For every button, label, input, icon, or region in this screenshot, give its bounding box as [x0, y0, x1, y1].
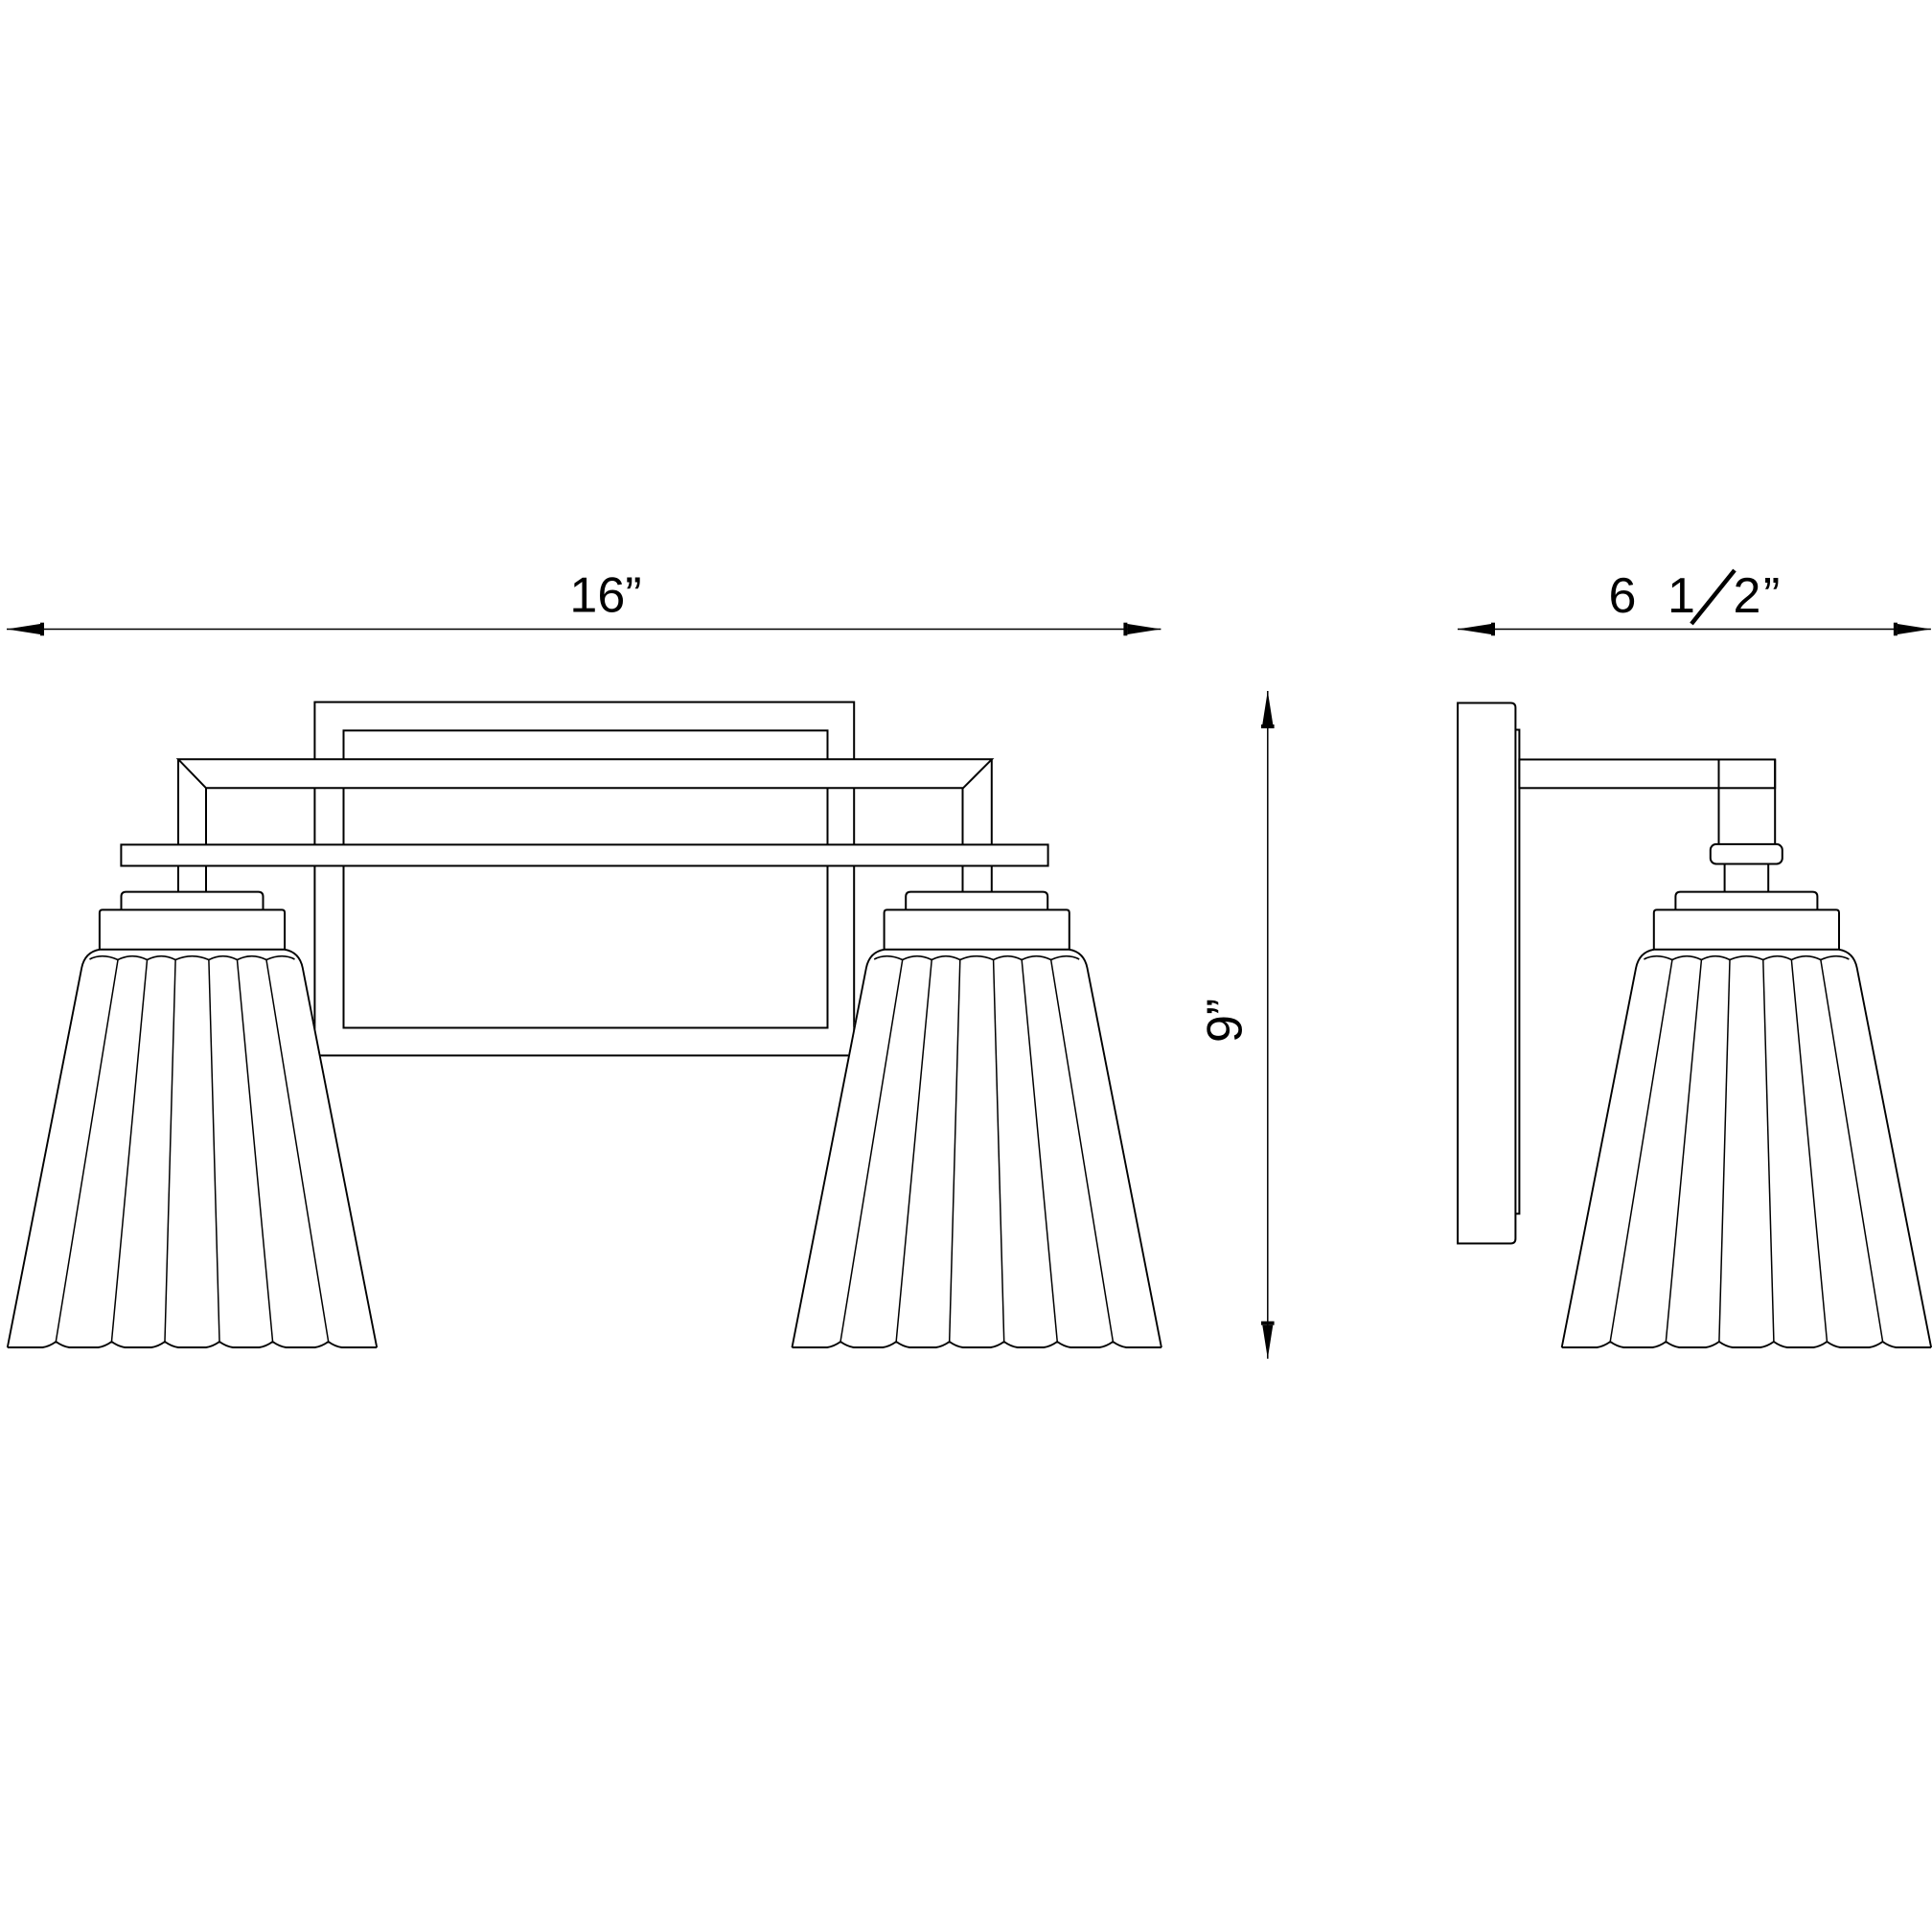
svg-text:1: 1	[1668, 568, 1695, 624]
svg-text:6: 6	[1609, 568, 1637, 624]
svg-text:2: 2	[1734, 568, 1761, 624]
svg-text:”: ”	[1763, 568, 1780, 624]
svg-text:9”: 9”	[1198, 999, 1254, 1043]
svg-text:16”: 16”	[569, 568, 641, 624]
